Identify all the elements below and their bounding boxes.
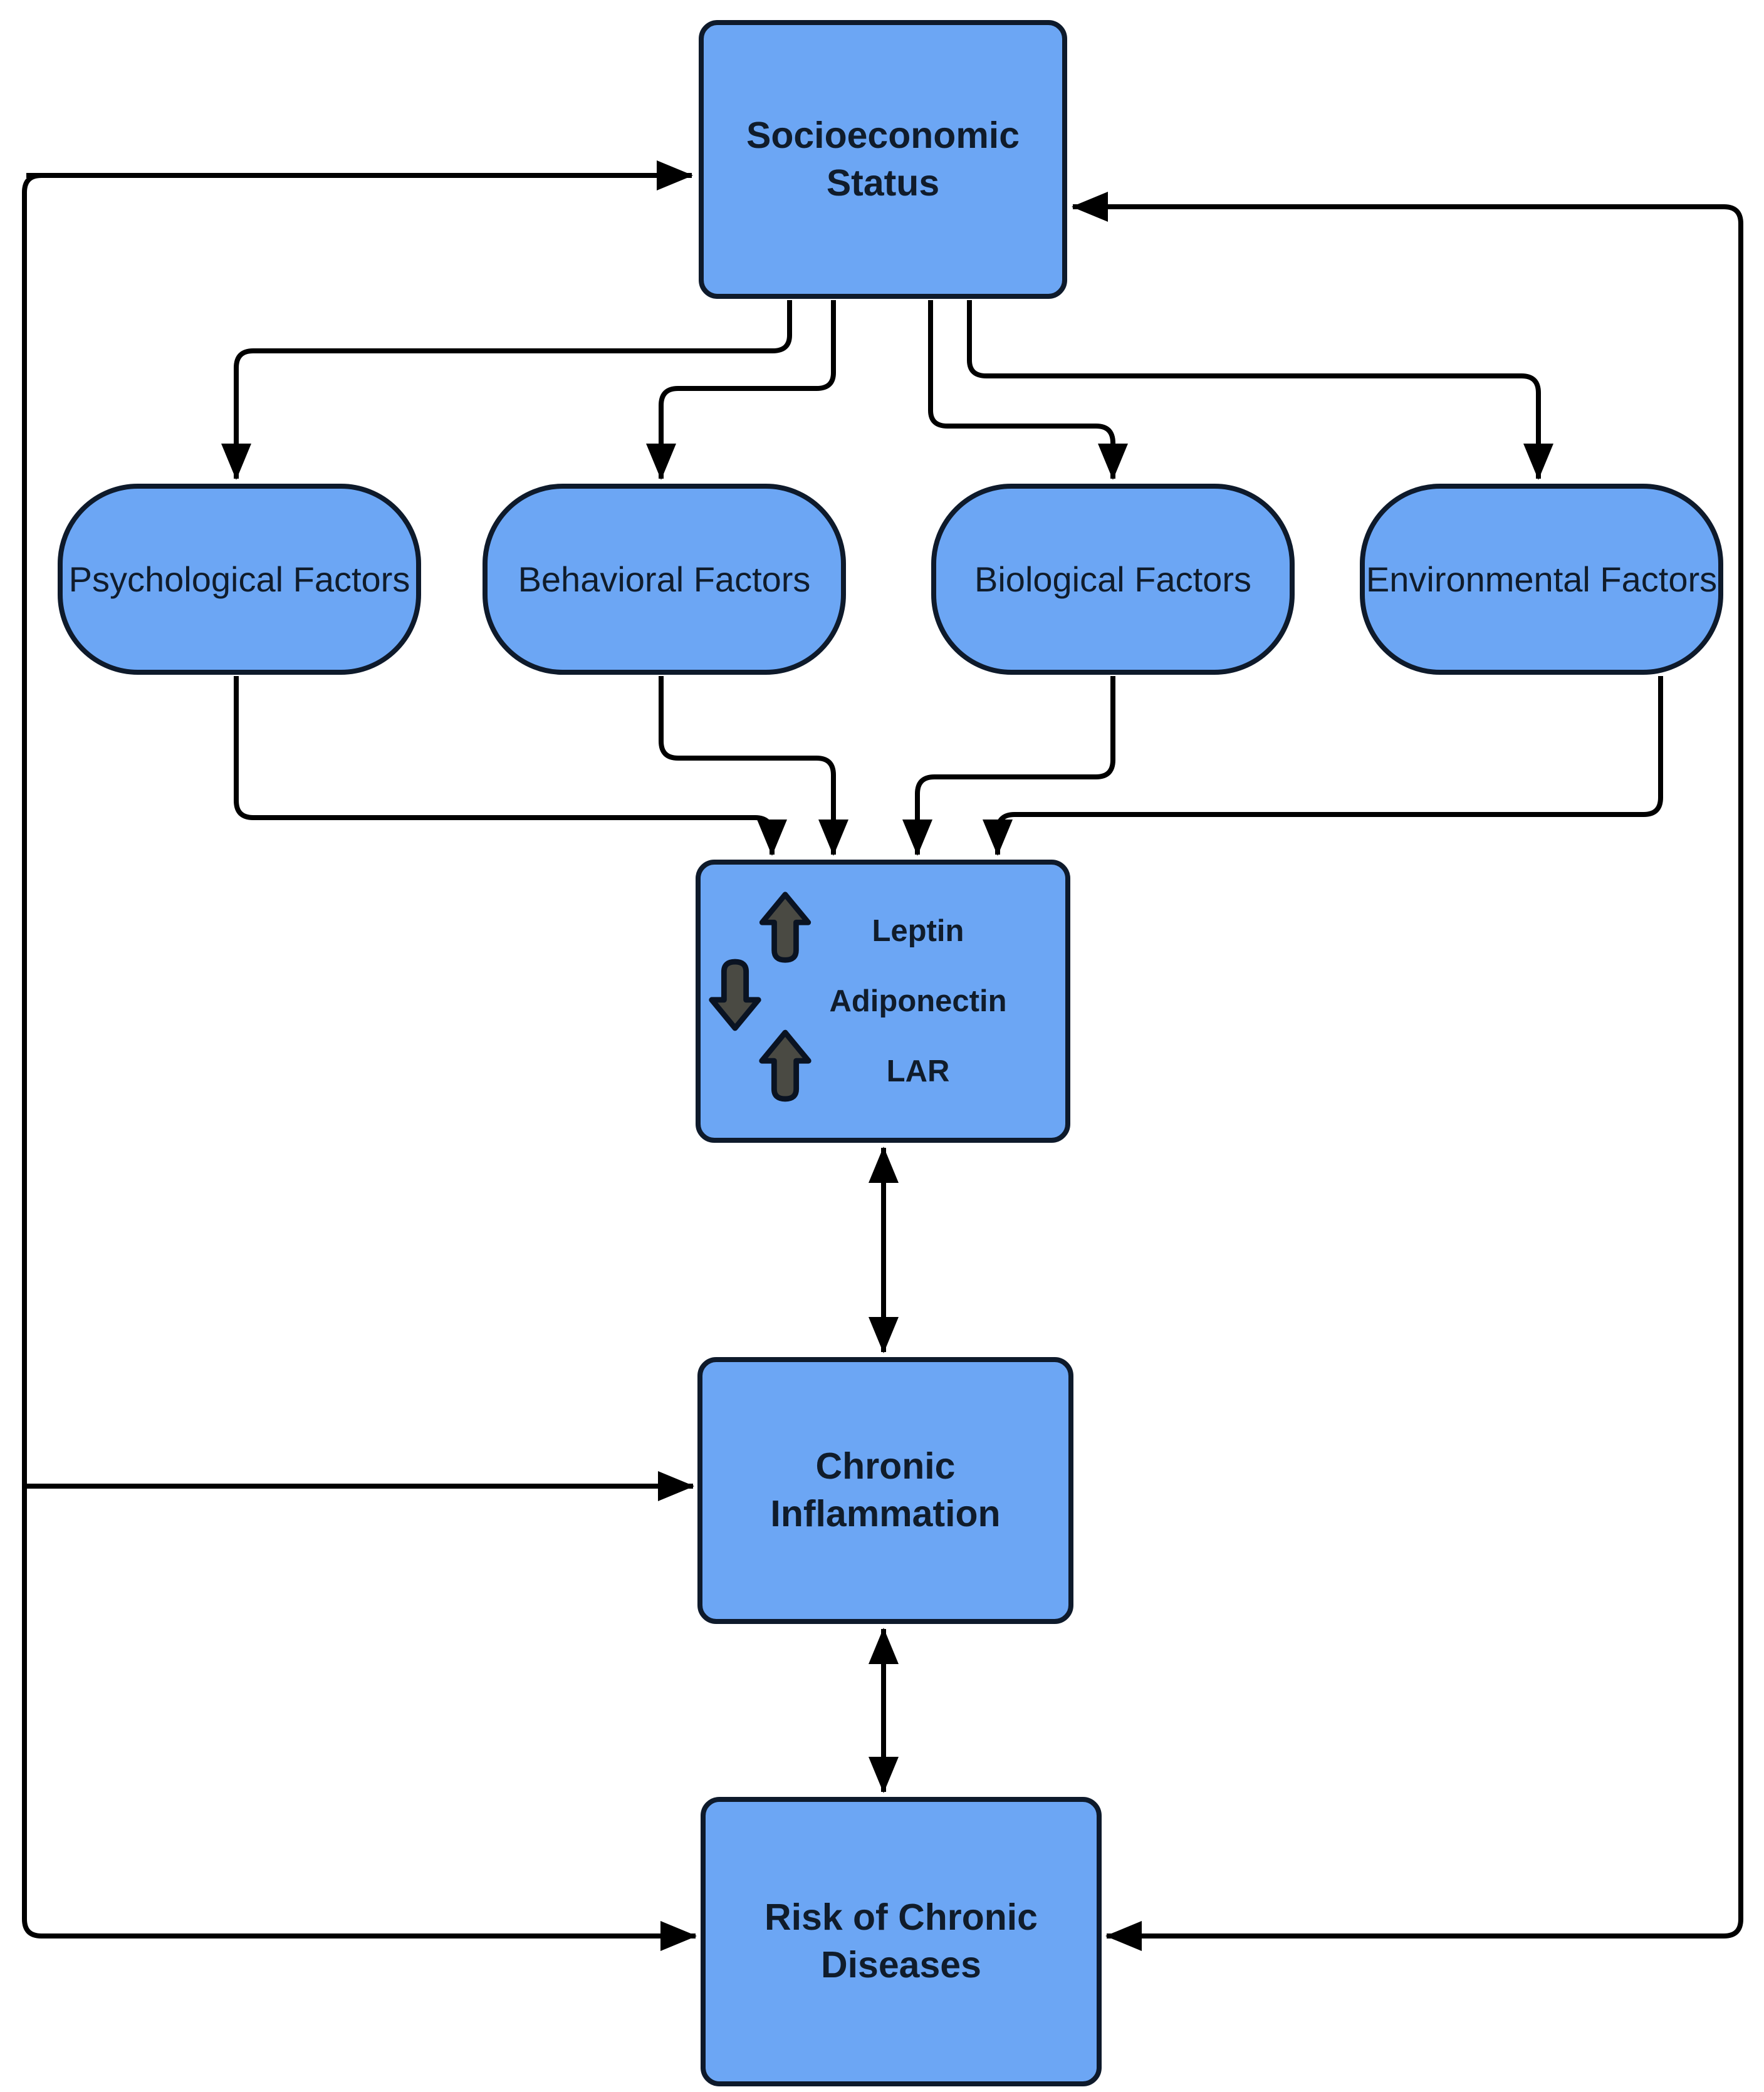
node-socioeconomic-status: Socioeconomic Status [699,20,1067,299]
adipokines-adiponectin-label: Adiponectin [829,984,1007,1018]
connector-biological-to-adipokines [902,676,1115,856]
connector-environmental-to-adipokines [983,676,1663,856]
node-adipokines: Leptin Adiponectin LAR [696,860,1070,1143]
node-behavioral-factors-label: Behavioral Factors [518,559,811,599]
adipokines-labels: Leptin Adiponectin LAR [775,865,1062,1138]
connector-behavioral-to-adipokines [659,676,848,856]
connector-right-spine-to-risk [1105,204,1743,1951]
node-psychological-factors-label: Psychological Factors [68,559,410,599]
adipokines-leptin-label: Leptin [872,914,964,948]
connector-ses-to-psychological [221,300,792,480]
node-socioeconomic-status-label: Socioeconomic Status [746,114,1020,204]
node-risk-of-chronic-diseases-label: Risk of Chronic Diseases [765,1897,1038,1985]
node-biological-factors: Biological Factors [931,484,1295,675]
adipokines-lar-label: LAR [886,1054,950,1088]
node-environmental-factors: Environmental Factors [1360,484,1723,675]
up-arrow-icon [759,1029,812,1102]
connector-ses-to-biological [928,300,1128,480]
node-chronic-inflammation-label: Chronic Inflammation [770,1445,1001,1534]
node-chronic-inflammation: Chronic Inflammation [697,1357,1073,1624]
connector-left-spine-to-risk [22,173,697,1951]
node-behavioral-factors: Behavioral Factors [483,484,846,675]
node-psychological-factors: Psychological Factors [58,484,421,675]
connector-ses-to-environmental [967,300,1553,480]
node-environmental-factors-label: Environmental Factors [1365,559,1718,599]
down-arrow-icon [709,959,761,1031]
connector-ses-to-behavioral [646,300,836,480]
node-biological-factors-label: Biological Factors [974,559,1251,599]
up-arrow-icon [759,892,812,963]
node-risk-of-chronic-diseases: Risk of Chronic Diseases [701,1797,1102,2086]
connector-psychological-to-adipokines [234,676,787,856]
